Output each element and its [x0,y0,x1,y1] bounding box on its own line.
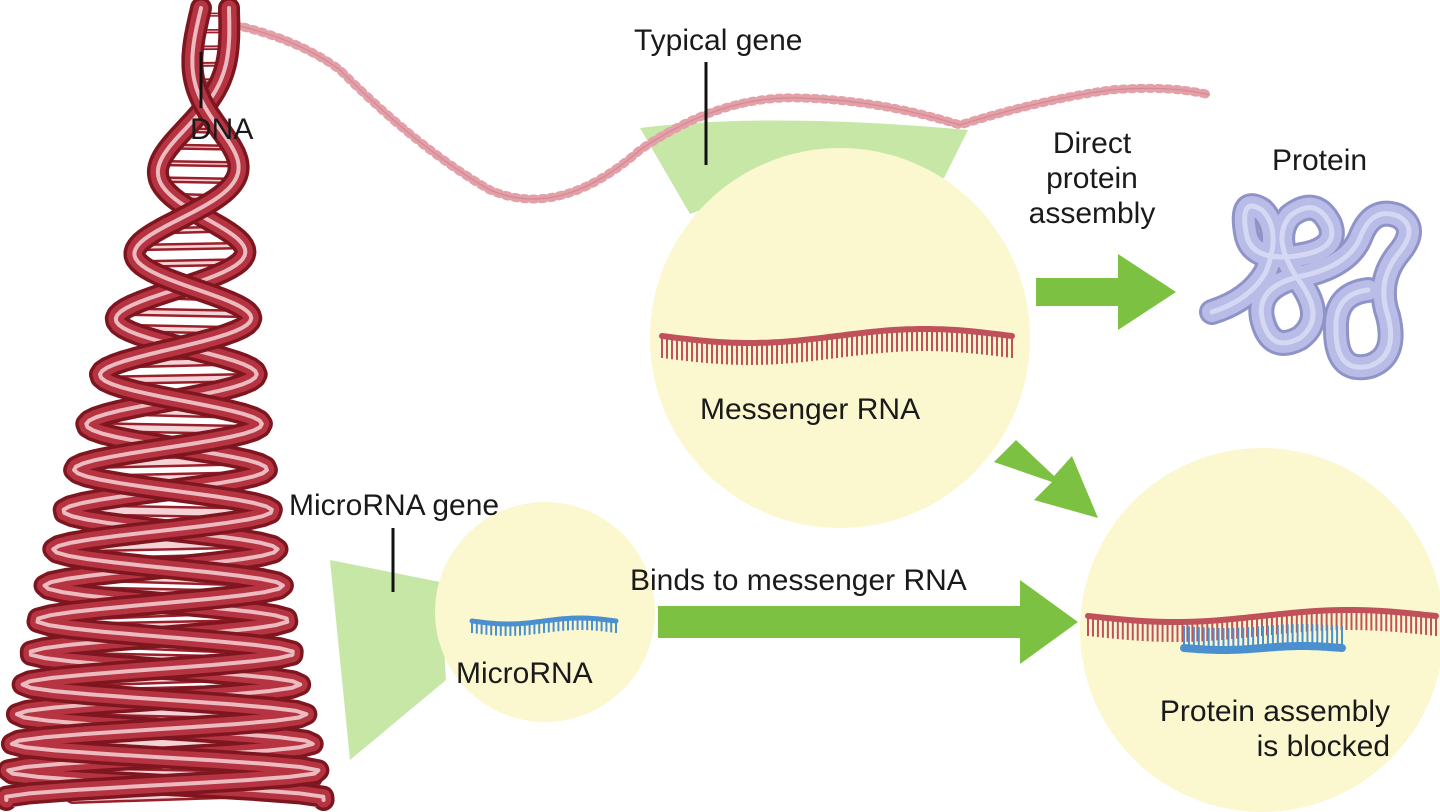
helix-backbone-shine [4,6,321,802]
dna-label: DNA [190,113,254,146]
bound-microrna-strand [1180,624,1346,654]
direct-assembly-arrow [1036,254,1176,330]
binds-arrow [658,580,1078,664]
double-helix-icon [0,0,335,811]
direct-assembly-label: Direct protein assembly [1012,126,1172,231]
messenger-rna-label: Messenger RNA [700,393,921,426]
strand-backbone [1180,642,1346,654]
helix-rung-highlight [158,162,239,165]
helix-rung-highlight [136,244,245,249]
strand-backbone [469,615,619,627]
messenger-rna-strand [659,326,1015,365]
blocked-line-1: Protein assembly [1159,695,1390,728]
strand-backbone [1085,607,1439,625]
microrna-label: MicroRNA [456,657,593,690]
binds-label: Binds to messenger RNA [630,564,967,597]
direct-assembly-line-2: protein [1046,162,1138,195]
direct-assembly-line-1: Direct [1052,127,1132,160]
to-blocked-arrow [994,440,1098,518]
typical-gene-label: Typical gene [634,24,803,57]
microrna-strand [469,615,619,636]
blocked-assembly-bubble [1080,448,1440,812]
direct-assembly-line-3: assembly [1028,197,1156,230]
microrna-gene-label: MicroRNA gene [289,489,500,522]
strand-backbone [659,326,1015,346]
microrna-gene-highlight [330,560,446,760]
blocked-label: Protein assembly is blocked [1128,694,1390,764]
bound-messenger-rna-strand [1085,607,1439,642]
distant-dna-strand [230,20,1215,204]
microrna-bubble [435,502,655,722]
blocked-line-2: is blocked [1256,730,1390,763]
folded-protein-icon [1199,193,1422,381]
protein-label: Protein [1272,144,1368,177]
